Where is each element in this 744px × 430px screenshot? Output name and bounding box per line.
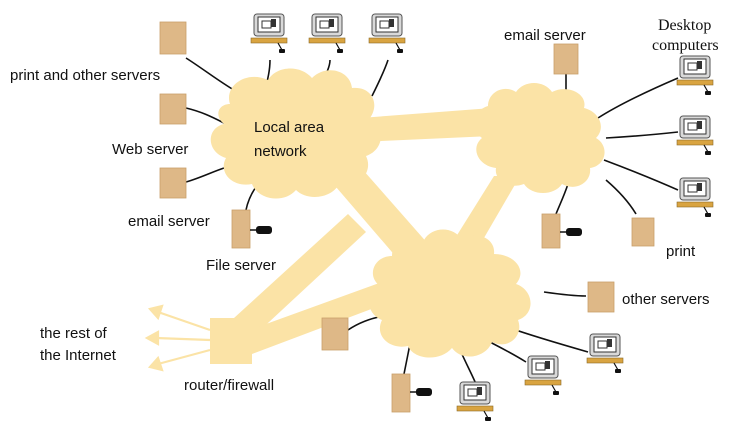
web-server-box xyxy=(159,93,187,125)
tape-drive-icon-bottom xyxy=(410,388,432,396)
label-other-servers: other servers xyxy=(622,291,710,308)
tape-drive-icon-right xyxy=(560,228,582,236)
desktop-icon-right-1 xyxy=(676,55,714,96)
label-desktop-line1: Desktop xyxy=(658,17,711,34)
label-print: print xyxy=(666,243,696,260)
arrowhead-2 xyxy=(144,330,160,346)
desktop-icon-top-3 xyxy=(368,13,406,54)
cables xyxy=(185,57,679,385)
bottom-server-left-box xyxy=(321,317,349,351)
right-peripheral-box xyxy=(541,213,561,249)
desktop-icon-top-1 xyxy=(250,13,288,54)
cable-bottom-peripheral xyxy=(403,343,411,375)
link-lan-to-right xyxy=(360,108,492,142)
labels: print and other servers Web server email… xyxy=(10,17,719,394)
label-web-server: Web server xyxy=(112,141,188,158)
label-file-server: File server xyxy=(206,257,276,274)
bottom-cloud xyxy=(368,229,531,358)
cable-right-desktop-1 xyxy=(597,77,679,119)
cable-email-server-left xyxy=(185,167,225,183)
cable-other-servers xyxy=(543,291,587,297)
cable-right-peripheral xyxy=(555,183,569,215)
tape-drive-icon-file-server xyxy=(250,226,272,234)
link-router-to-bottom xyxy=(244,282,390,354)
servers xyxy=(159,21,655,413)
tape-drives xyxy=(250,226,582,396)
cable-top-desktop-3 xyxy=(371,59,389,97)
label-print-servers: print and other servers xyxy=(10,67,160,84)
internet-arrows xyxy=(144,304,211,372)
right-cloud xyxy=(474,83,605,193)
email-server-left-box xyxy=(159,167,187,199)
label-router: router/firewall xyxy=(184,377,274,394)
label-lan-line2: network xyxy=(254,143,307,160)
lan-cloud xyxy=(210,68,381,199)
print-server-box xyxy=(159,21,187,55)
arrow-line-1 xyxy=(157,310,211,332)
cable-print-right xyxy=(605,179,637,215)
desktop-icon-bottom-left xyxy=(456,381,494,422)
arrowhead-3 xyxy=(147,355,164,372)
label-internet-line2: the Internet xyxy=(40,347,117,364)
desktop-icon-right-3 xyxy=(676,177,714,218)
print-right-box xyxy=(631,217,655,247)
link-router-to-lan xyxy=(234,214,366,336)
desktop-icon-bottom-mid xyxy=(524,355,562,396)
arrow-line-3 xyxy=(157,348,211,366)
label-email-server-top: email server xyxy=(504,27,586,44)
email-server-top-box xyxy=(553,43,579,75)
bottom-peripheral-box xyxy=(391,373,411,413)
desktop-icon-bottom-right xyxy=(586,333,624,374)
desktop-icon-top-2 xyxy=(308,13,346,54)
label-email-server-left: email server xyxy=(128,213,210,230)
cable-right-desktop-3 xyxy=(603,159,679,191)
file-server-box xyxy=(231,209,251,249)
router-firewall-box xyxy=(210,318,252,364)
cable-right-desktop-2 xyxy=(605,131,679,139)
label-internet-line1: the rest of xyxy=(40,325,108,342)
desktop-icon-right-2 xyxy=(676,115,714,156)
arrow-line-2 xyxy=(155,336,211,342)
label-desktop-line2: computers xyxy=(652,37,719,54)
network-fabric xyxy=(210,68,605,364)
label-lan-line1: Local area xyxy=(254,119,325,136)
arrowhead-1 xyxy=(147,304,164,321)
other-servers-box xyxy=(587,281,615,313)
